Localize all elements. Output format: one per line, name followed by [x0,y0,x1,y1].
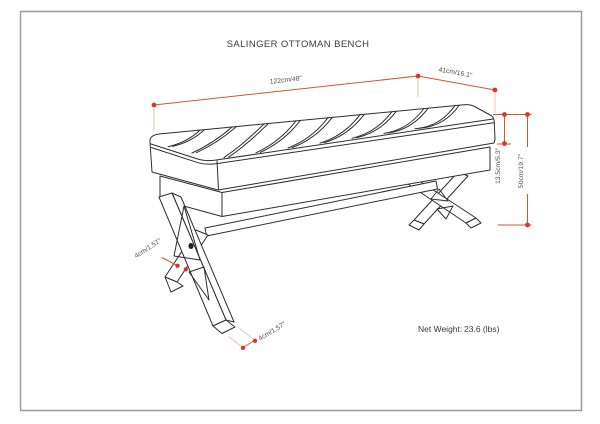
frame-box [159,146,491,217]
channel-stripes [167,104,460,159]
page-border [19,10,583,412]
bolt-dot [188,243,194,249]
net-weight-value: 23.6 (lbs) [464,324,500,334]
overall-height-label: 50cm/19.7" [518,153,525,188]
net-weight-label: Net Weight: [418,324,462,334]
cushion [149,104,496,191]
depth-dimension-label: 41cm/16.1" [438,67,473,80]
depth-dimension-line [417,75,496,91]
leg-width-leader-line [161,257,178,266]
foot-width-label: 4cm/1.57" [257,321,287,343]
dimension-dots [151,73,530,350]
foot-width-dimension-line [242,340,255,348]
length-dimension-label: 122cm/48" [269,75,302,86]
length-dimension-line [153,75,419,106]
leg-bar-width-label: 4cm/1.57" [134,237,164,260]
stretcher-bar [204,180,438,237]
bench-drawing [149,104,496,334]
seat-box-height-label: 13.5cm/5.3" [495,147,502,184]
left-x-leg-front-bar [158,192,236,334]
page-title: SALINGER OTTOMAN BENCH [227,39,370,50]
